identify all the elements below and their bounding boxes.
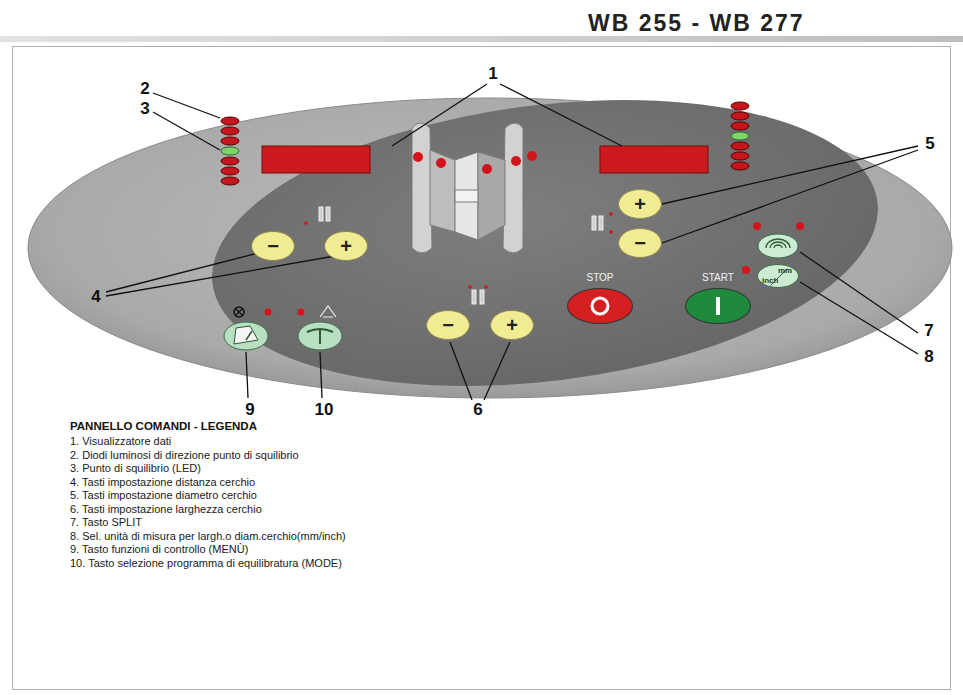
led-column-right: [731, 102, 749, 170]
key-symbol: +: [634, 194, 646, 214]
led-column-left: [221, 117, 239, 185]
display-left: [262, 146, 370, 173]
stop-symbol: [568, 289, 632, 323]
legend-heading: PANNELLO COMANDI - LEGENDA: [70, 420, 257, 432]
distance-icon: [304, 207, 330, 225]
stop-key: STOP: [568, 272, 632, 324]
key-symbol: +: [506, 315, 518, 335]
legend-line: 5. Tasti impostazione diametro cerchio: [70, 489, 257, 501]
callout-number: 10: [315, 400, 334, 420]
wheel-section: [412, 123, 537, 253]
callout-number: 6: [473, 400, 482, 420]
distance-minus-key: −: [251, 231, 295, 261]
callout-number: 9: [245, 400, 254, 420]
legend-line: 9. Tasto funzioni di controllo (MENÙ): [70, 543, 248, 555]
distance-plus-key: +: [324, 231, 368, 261]
legend-line: 8. Sel. unità di misura per largh.o diam…: [70, 530, 346, 542]
callout-number: 8: [924, 347, 933, 367]
key-shape: [685, 288, 751, 324]
header-bar: [0, 36, 963, 42]
callout-number: 5: [925, 134, 934, 154]
page-title: WB 255 - WB 277: [588, 10, 805, 37]
width-minus-key: −: [426, 310, 470, 340]
key-symbol: −: [267, 236, 279, 256]
unit-text: mm: [778, 267, 792, 275]
key-symbol: −: [634, 233, 646, 253]
callout-number: 3: [140, 99, 149, 119]
key-heading: STOP: [586, 272, 613, 284]
start-key: START: [686, 272, 750, 324]
legend-line: 6. Tasti impostazione larghezza cerchio: [70, 503, 262, 515]
callout-number: 7: [924, 321, 933, 341]
leader-lines: [106, 84, 918, 400]
unit-key: mminch: [757, 264, 799, 288]
callout-number: 1: [488, 64, 497, 84]
width-icon: [468, 285, 488, 304]
display-right: [600, 146, 708, 173]
mode-key: [298, 306, 343, 350]
start-symbol: [686, 289, 750, 323]
diameter-icon: [592, 212, 613, 234]
menu-key: [224, 307, 272, 350]
legend-line: 2. Diodi luminosi di direzione punto di …: [70, 449, 299, 461]
callout-number: 2: [140, 79, 149, 99]
unit-text: inch: [762, 277, 778, 285]
panel-inner: [196, 65, 895, 421]
legend-line: 4. Tasti impostazione distanza cerchio: [70, 476, 255, 488]
key-symbol: +: [340, 236, 352, 256]
legend-line: 7. Tasto SPLIT: [70, 516, 142, 528]
width-plus-key: +: [490, 310, 534, 340]
diameter-minus-key: −: [618, 228, 662, 258]
key-shape: [567, 288, 633, 324]
key-symbol: −: [442, 315, 454, 335]
legend-line: 3. Punto di squilibrio (LED): [70, 462, 201, 474]
legend-line: 1. Visualizzatore dati: [70, 435, 171, 447]
diameter-plus-key: +: [618, 189, 662, 219]
key-heading: START: [702, 272, 734, 284]
callout-number: 4: [91, 287, 100, 307]
page-frame: [13, 47, 951, 690]
legend-line: 10. Tasto selezione programma di equilib…: [70, 557, 342, 569]
